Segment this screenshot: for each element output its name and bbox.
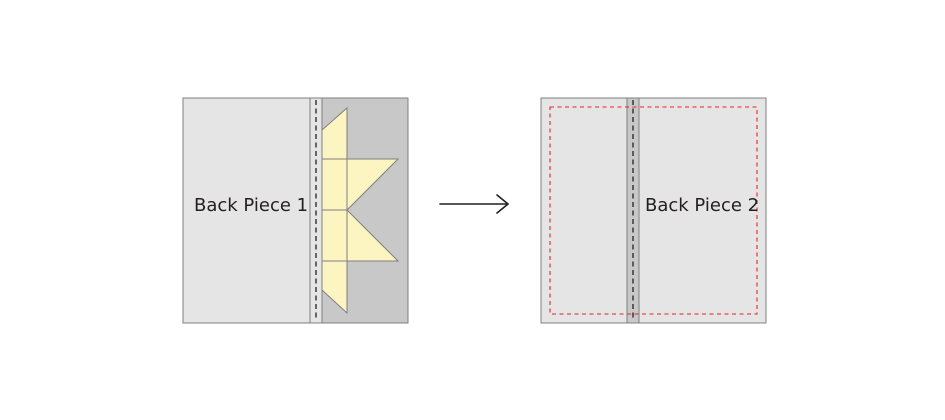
star-bottom-point — [321, 260, 348, 315]
trim-line-guide — [549, 106, 758, 315]
right-panel: Back Piece 2 — [540, 97, 767, 324]
right-arrow-icon — [439, 194, 509, 214]
star-left-upper-square — [321, 158, 348, 211]
star-upper-right-point — [346, 158, 400, 212]
left-panel: Back Piece 1 — [182, 97, 409, 324]
star-left-lower-square — [321, 209, 348, 262]
back-piece-2-label: Back Piece 2 — [645, 195, 759, 216]
star-lower-right-point — [346, 208, 400, 262]
back-piece-1-fabric — [182, 97, 311, 324]
half-star-shape — [321, 106, 400, 315]
back-piece-2-left-fabric — [540, 97, 628, 324]
back-piece-2-fabric — [638, 97, 767, 324]
back-piece-1-label: Back Piece 1 — [194, 195, 308, 216]
